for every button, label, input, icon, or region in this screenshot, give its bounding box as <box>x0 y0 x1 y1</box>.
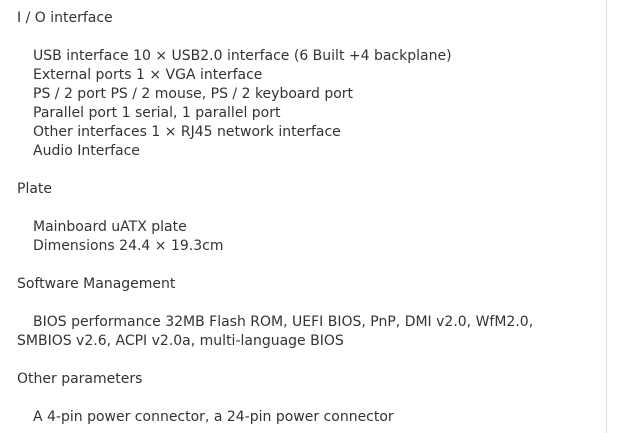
section-heading-software-management: Software Management <box>17 276 176 292</box>
spec-line-audio-interface: Audio Interface <box>33 143 140 159</box>
section-heading-io-interface: I / O interface <box>17 10 113 26</box>
spec-line-usb: USB interface 10 × USB2.0 interface (6 B… <box>33 48 452 64</box>
spec-line-parallel-port: Parallel port 1 serial, 1 parallel port <box>33 105 281 121</box>
spec-line-bios-performance: BIOS performance 32MB Flash ROM, UEFI BI… <box>33 314 534 330</box>
spec-line-power-connector: A 4-pin power connector, a 24-pin power … <box>33 409 394 425</box>
spec-line-ps2-port: PS / 2 port PS / 2 mouse, PS / 2 keyboar… <box>33 86 354 102</box>
spec-line-bios-continued: SMBIOS v2.6, ACPI v2.0a, multi-language … <box>17 333 344 349</box>
spec-line-other-interfaces: Other interfaces 1 × RJ45 network interf… <box>33 124 341 140</box>
scroll-edge-divider <box>606 0 607 433</box>
spec-line-external-ports: External ports 1 × VGA interface <box>33 67 263 83</box>
section-heading-plate: Plate <box>17 181 53 197</box>
section-heading-other-parameters: Other parameters <box>17 371 143 387</box>
spec-line-dimensions: Dimensions 24.4 × 19.3cm <box>33 238 224 254</box>
spec-line-mainboard: Mainboard uATX plate <box>33 219 187 235</box>
